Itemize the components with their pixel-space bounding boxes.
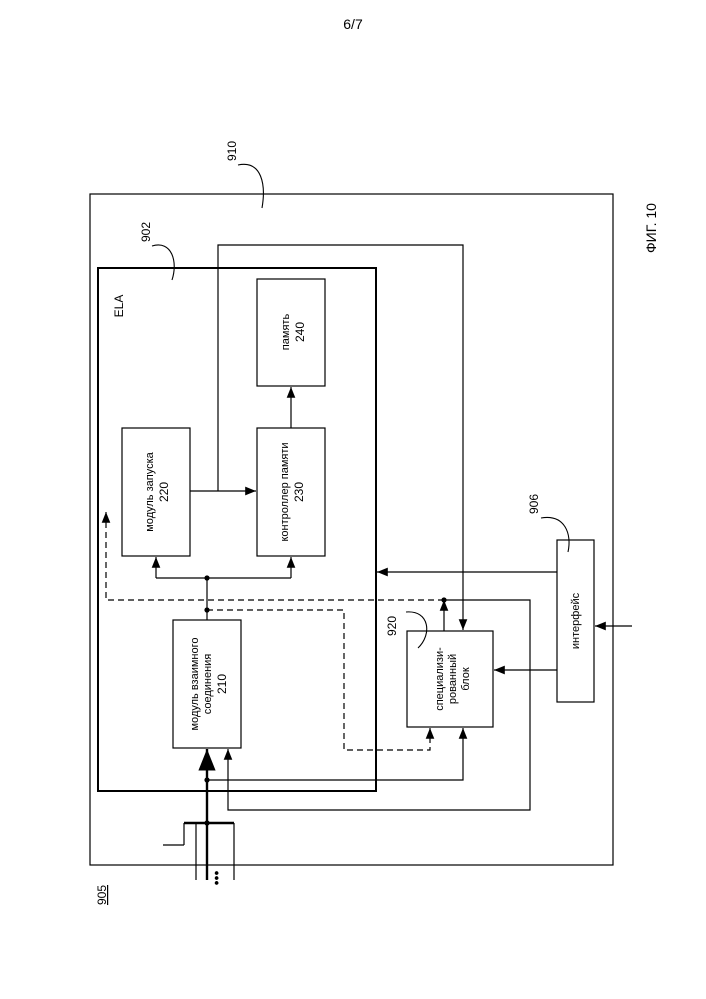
memory-controller-number: 230: [292, 482, 306, 502]
specialized-label-3: блок: [460, 667, 472, 690]
memory-number: 240: [293, 322, 307, 342]
ref-920: 920: [385, 616, 399, 636]
interconnect-label-2: соединения: [202, 654, 214, 715]
memory-controller-label: контроллер памяти: [279, 442, 291, 541]
specialized-label-2: рованный: [447, 654, 459, 704]
more-inputs-ellipsis: •••: [208, 871, 224, 886]
memory-controller-box: [257, 428, 325, 556]
ref-910: 910: [225, 141, 239, 161]
memory-label: память: [280, 314, 292, 351]
interconnect-label-1: модуль взаимного: [189, 638, 201, 731]
ela-title: ELA: [112, 295, 126, 318]
launch-module-number: 220: [157, 482, 171, 502]
launch-module-box: [122, 428, 190, 556]
ref-905: 905: [95, 885, 109, 905]
specialized-label-1: специализи-: [434, 647, 446, 711]
figure-label: ФИГ. 10: [643, 203, 659, 253]
ref-906: 906: [527, 494, 541, 514]
interface-label: интерфейс: [570, 592, 582, 649]
interconnect-number: 210: [215, 674, 229, 694]
reference-leaders: [152, 164, 569, 648]
launch-module-label: модуль запуска: [144, 451, 156, 531]
ref-902: 902: [139, 222, 153, 242]
